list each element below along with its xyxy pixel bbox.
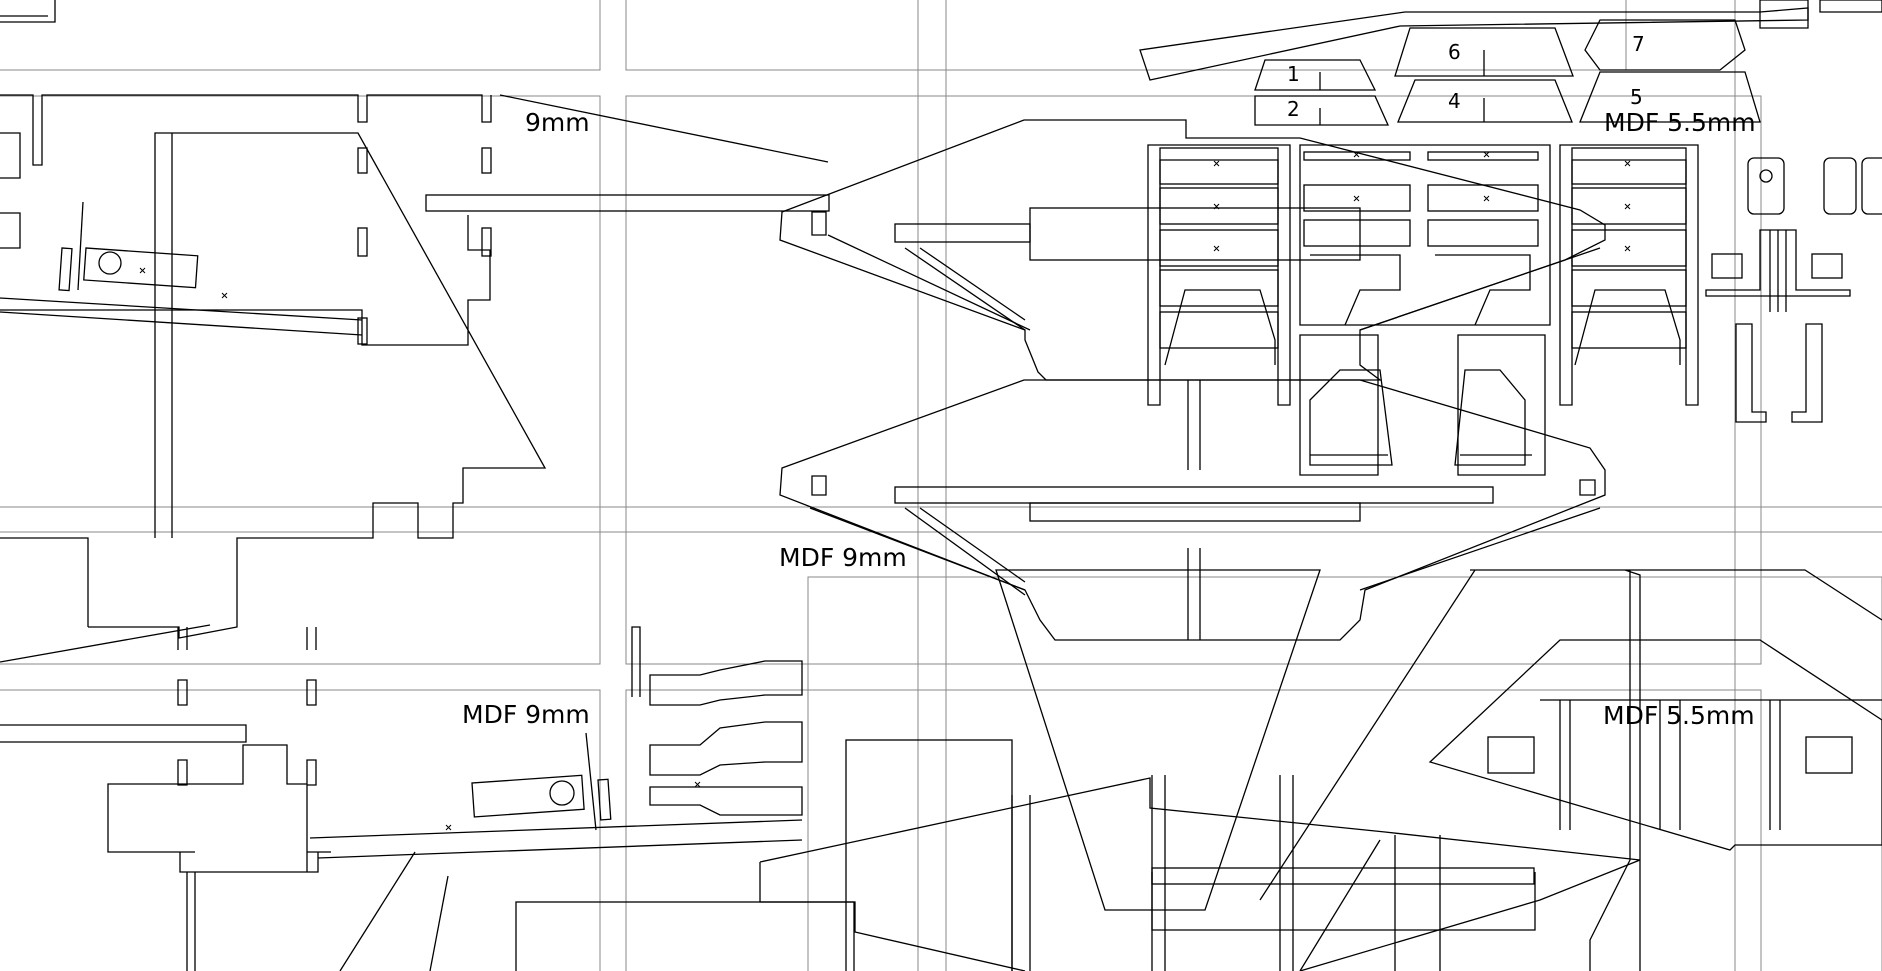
lower-tail-frame [995,569,1536,931]
thickness-label-mdf-5-5mm-right: MDF 5.5mm [1603,701,1755,730]
top-left-fragment [0,0,56,23]
rib-column-a-cells [1159,147,1279,366]
servo-mount-left [0,201,363,336]
wing-frame-upper [779,119,1606,381]
wing-slot-upper [894,223,1031,243]
lower-fin-frame [1259,569,1882,971]
lower-stabilizer-frame [759,777,1641,971]
lower-mid-details [1011,775,1535,971]
servo-mount-lower [309,732,803,971]
part-number-2: 2 [1287,97,1300,121]
thickness-label-9mm-top: 9mm [525,108,590,137]
part-number-7: 7 [1632,32,1645,56]
slot-marks-left [357,147,492,345]
part-number-5: 5 [1630,85,1643,109]
panel-2 [1254,95,1390,126]
guide-rect-left-bottom [515,901,855,971]
left-spar-line [0,624,211,663]
lower-right-inner [1487,699,1882,830]
spar-strip-top [425,194,830,212]
thickness-label-mdf-5-5mm-top: MDF 5.5mm [1604,108,1756,137]
part-slot-marks [1319,50,1485,125]
top-strip [1139,7,1809,81]
rib-column-b-cells [1303,151,1539,466]
center-left-small-parts [631,626,803,816]
fuselage-side-left-part [0,94,547,639]
panel-4 [1397,79,1573,123]
part-number-6: 6 [1448,40,1461,64]
wing-frame-lower [779,379,1606,641]
rib-column-c-cells [1571,147,1687,366]
panel-5 [1579,71,1761,123]
guide-line-top-left [499,94,829,163]
lower-left-part [0,627,331,971]
lower-right-wing-part [1428,639,1882,851]
part-number-4: 4 [1448,89,1461,113]
panel-7 [1584,19,1746,71]
wing-slot-upper-2 [1029,207,1361,261]
part-number-1: 1 [1287,62,1300,86]
bracket-parts-right [1705,0,1882,423]
panel-6 [1394,27,1574,77]
wing-slot-lower-2 [1029,502,1361,522]
wing-slot-lower [894,486,1494,504]
rib-column-b [1299,144,1551,476]
thickness-label-mdf-9mm-center: MDF 9mm [779,543,907,572]
drill-markers [139,151,1631,831]
guide-rect-center [845,739,1013,971]
wing-inner-lines [809,247,1601,640]
panel-1 [1254,59,1377,91]
thickness-label-mdf-9mm-left: MDF 9mm [462,700,590,729]
